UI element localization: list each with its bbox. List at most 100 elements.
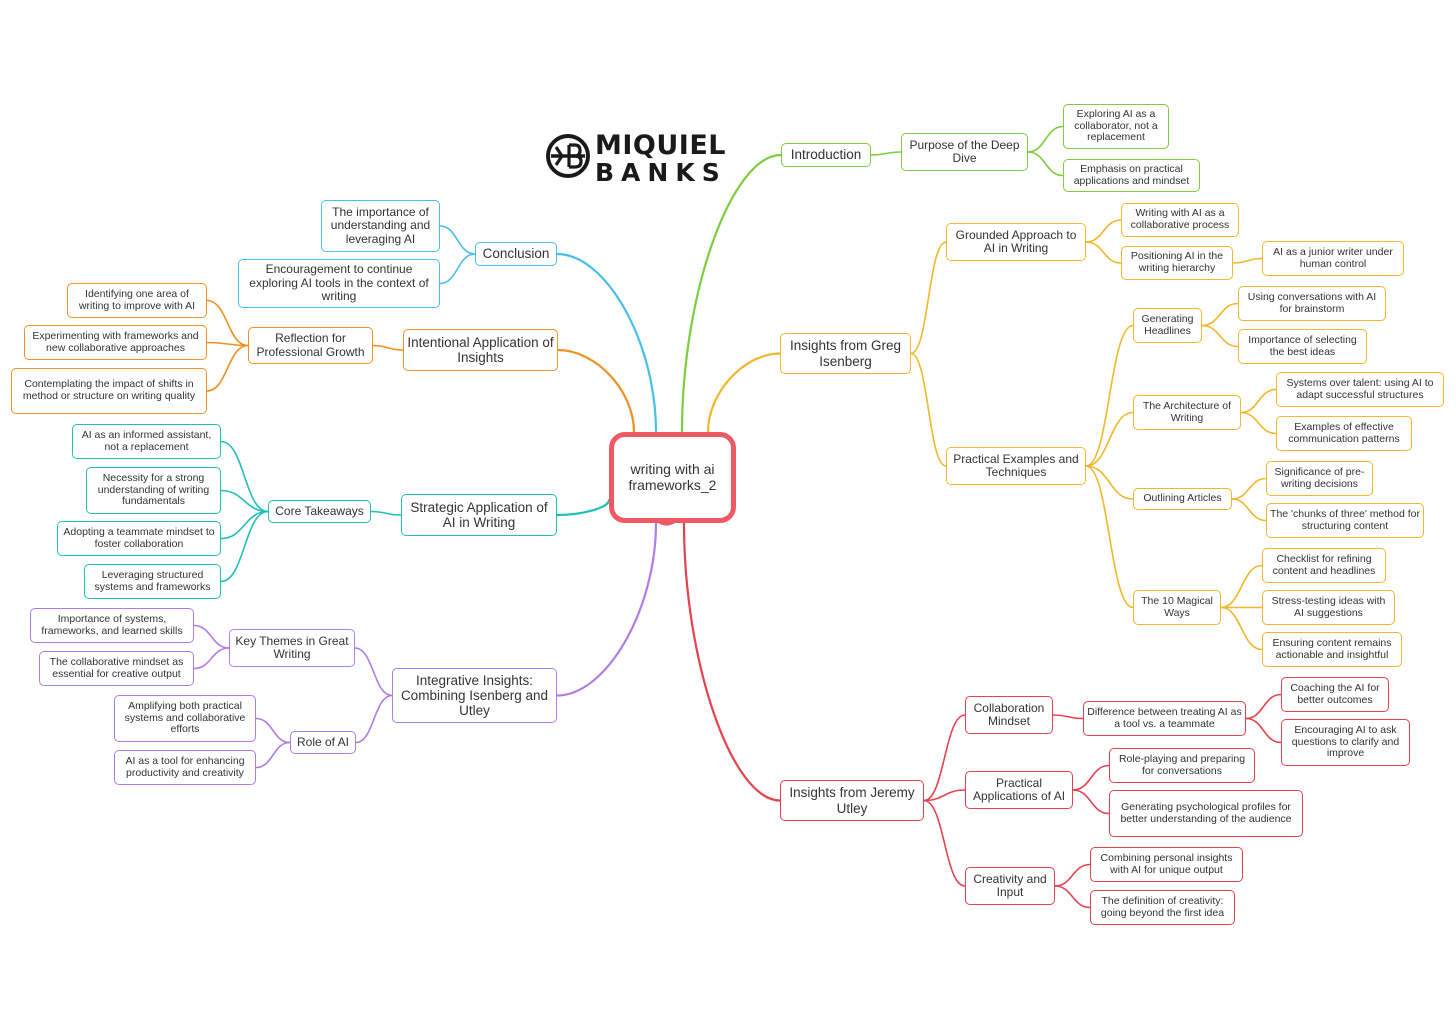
node-writing-fundamentals[interactable]: Necessity for a strong understanding of … bbox=[86, 467, 221, 514]
node-positioning-ai-hierarchy[interactable]: Positioning AI in the writing hierarchy bbox=[1121, 246, 1233, 280]
connector-line bbox=[1231, 477, 1267, 500]
connector-line bbox=[193, 647, 230, 670]
node-ten-magical-ways[interactable]: The 10 Magical Ways bbox=[1133, 590, 1221, 625]
node-informed-assistant[interactable]: AI as an informed assistant, not a repla… bbox=[72, 424, 221, 459]
node-systems-frameworks-skills[interactable]: Importance of systems, frameworks, and l… bbox=[30, 608, 194, 643]
connector-line bbox=[1201, 302, 1239, 327]
node-role-of-ai[interactable]: Role of AI bbox=[290, 731, 356, 754]
node-teammate-mindset[interactable]: Adopting a teammate mindset to foster co… bbox=[57, 521, 221, 556]
connector-line bbox=[1240, 411, 1277, 435]
connector-line bbox=[1085, 465, 1134, 609]
node-emphasis-practical[interactable]: Emphasis on practical applications and m… bbox=[1063, 159, 1200, 192]
connector-line bbox=[923, 789, 966, 802]
node-exploring-ai-collaborator[interactable]: Exploring AI as a collaborator, not a re… bbox=[1063, 104, 1169, 149]
root-label: writing with ai frameworks_2 bbox=[628, 460, 717, 493]
node-intentional-application[interactable]: Intentional Application of Insights bbox=[403, 329, 558, 371]
connector-line bbox=[1220, 564, 1263, 609]
node-selecting-best-ideas[interactable]: Importance of selecting the best ideas bbox=[1238, 329, 1367, 364]
connector-line bbox=[680, 153, 783, 434]
node-key-themes[interactable]: Key Themes in Great Writing bbox=[229, 629, 355, 667]
node-stress-testing-ideas[interactable]: Stress-testing ideas with AI suggestions bbox=[1262, 590, 1395, 625]
root-node[interactable]: writing with ai frameworks_2 bbox=[609, 432, 736, 523]
node-collaboration-mindset[interactable]: Collaboration Mindset bbox=[965, 696, 1053, 734]
node-communication-patterns[interactable]: Examples of effective communication patt… bbox=[1276, 416, 1412, 451]
node-tool-productivity[interactable]: AI as a tool for enhancing productivity … bbox=[114, 750, 256, 785]
connector-line bbox=[910, 241, 947, 355]
node-reflection-growth[interactable]: Reflection for Professional Growth bbox=[248, 327, 373, 364]
node-psychological-profiles[interactable]: Generating psychological profiles for be… bbox=[1109, 790, 1303, 837]
node-collaborative-mindset-essential[interactable]: The collaborative mindset as essential f… bbox=[39, 651, 194, 686]
node-practical-applications-ai[interactable]: Practical Applications of AI bbox=[965, 771, 1073, 809]
node-outlining-articles[interactable]: Outlining Articles bbox=[1133, 488, 1232, 510]
connector-line bbox=[1072, 764, 1110, 791]
miquiel-banks-logo: MIQUIEL BANKS bbox=[545, 128, 726, 188]
connector-line bbox=[870, 151, 902, 156]
node-writing-collaborative-process[interactable]: Writing with AI as a collaborative proce… bbox=[1121, 203, 1239, 237]
node-conclusion[interactable]: Conclusion bbox=[475, 242, 557, 266]
node-contemplating-impact[interactable]: Contemplating the impact of shifts in me… bbox=[11, 368, 207, 414]
connector-line bbox=[555, 521, 658, 697]
connector-line bbox=[1072, 789, 1110, 815]
node-ai-junior-writer[interactable]: AI as a junior writer under human contro… bbox=[1262, 241, 1404, 276]
node-actionable-insightful[interactable]: Ensuring content remains actionable and … bbox=[1262, 632, 1402, 667]
connector-line bbox=[923, 799, 966, 887]
connector-line bbox=[556, 348, 636, 434]
node-pre-writing-decisions[interactable]: Significance of pre-writing decisions bbox=[1266, 461, 1373, 496]
connector-line bbox=[439, 253, 476, 285]
node-experimenting-frameworks[interactable]: Experimenting with frameworks and new co… bbox=[24, 325, 207, 360]
node-checklist-refining[interactable]: Checklist for refining content and headl… bbox=[1262, 548, 1386, 583]
node-conversations-brainstorm[interactable]: Using conversations with AI for brainsto… bbox=[1238, 286, 1386, 321]
node-creativity-and-input[interactable]: Creativity and Input bbox=[965, 867, 1055, 905]
node-grounded-approach[interactable]: Grounded Approach to AI in Writing bbox=[946, 223, 1086, 261]
node-importance-understanding[interactable]: The importance of understanding and leve… bbox=[321, 200, 440, 252]
node-insights-greg-isenberg[interactable]: Insights from Greg Isenberg bbox=[780, 333, 911, 374]
node-practical-examples[interactable]: Practical Examples and Techniques bbox=[946, 447, 1086, 485]
node-structured-systems[interactable]: Leveraging structured systems and framew… bbox=[84, 564, 221, 599]
connector-line bbox=[206, 344, 249, 392]
connector-line bbox=[355, 694, 393, 744]
connector-line bbox=[1085, 324, 1134, 467]
node-amplifying-systems[interactable]: Amplifying both practical systems and co… bbox=[114, 695, 256, 742]
connector-line bbox=[220, 510, 269, 540]
node-identifying-one-area[interactable]: Identifying one area of writing to impro… bbox=[67, 283, 207, 318]
node-chunks-of-three[interactable]: The 'chunks of three' method for structu… bbox=[1266, 503, 1424, 538]
node-tool-vs-teammate[interactable]: Difference between treating AI as a tool… bbox=[1083, 701, 1246, 736]
connector-line bbox=[1240, 388, 1277, 414]
connector-line bbox=[1054, 885, 1091, 909]
node-definition-creativity[interactable]: The definition of creativity: going beyo… bbox=[1090, 890, 1235, 925]
node-combining-insights[interactable]: Combining personal insights with AI for … bbox=[1090, 847, 1243, 882]
connector-line bbox=[923, 714, 966, 802]
node-core-takeaways[interactable]: Core Takeaways bbox=[268, 500, 371, 523]
connector-line bbox=[682, 521, 782, 802]
node-introduction[interactable]: Introduction bbox=[781, 143, 871, 167]
node-architecture-of-writing[interactable]: The Architecture of Writing bbox=[1133, 395, 1241, 430]
node-role-playing[interactable]: Role-playing and preparing for conversat… bbox=[1109, 748, 1255, 783]
node-insights-jeremy-utley[interactable]: Insights from Jeremy Utley bbox=[780, 780, 924, 821]
connector-line bbox=[354, 647, 393, 697]
connector-line bbox=[1085, 465, 1134, 500]
connector-line bbox=[220, 440, 269, 513]
connector-line bbox=[1220, 606, 1263, 651]
node-strategic-application[interactable]: Strategic Application of AI in Writing bbox=[401, 494, 557, 536]
node-encouraging-ai-questions[interactable]: Encouraging AI to ask questions to clari… bbox=[1281, 719, 1410, 766]
node-integrative-insights[interactable]: Integrative Insights: Combining Isenberg… bbox=[392, 668, 557, 723]
connector-line bbox=[193, 624, 230, 649]
node-encouragement-exploring[interactable]: Encouragement to continue exploring AI t… bbox=[238, 259, 440, 308]
node-purpose-of-deep-dive[interactable]: Purpose of the Deep Dive bbox=[901, 133, 1028, 171]
connector-line bbox=[1027, 125, 1064, 153]
connector-line bbox=[555, 498, 611, 517]
connector-line bbox=[1027, 151, 1064, 177]
connector-line bbox=[439, 225, 476, 255]
connector-line bbox=[1232, 257, 1263, 264]
logo-text-top: MIQUIEL bbox=[595, 130, 726, 161]
connector-line bbox=[1245, 693, 1282, 720]
connector-line bbox=[1085, 241, 1122, 264]
connector-line bbox=[1231, 498, 1267, 522]
node-generating-headlines[interactable]: Generating Headlines bbox=[1133, 308, 1202, 343]
connector-line bbox=[220, 489, 269, 513]
node-systems-over-talent[interactable]: Systems over talent: using AI to adapt s… bbox=[1276, 372, 1444, 407]
node-coaching-ai[interactable]: Coaching the AI for better outcomes bbox=[1281, 677, 1389, 712]
connector-line bbox=[372, 344, 404, 351]
